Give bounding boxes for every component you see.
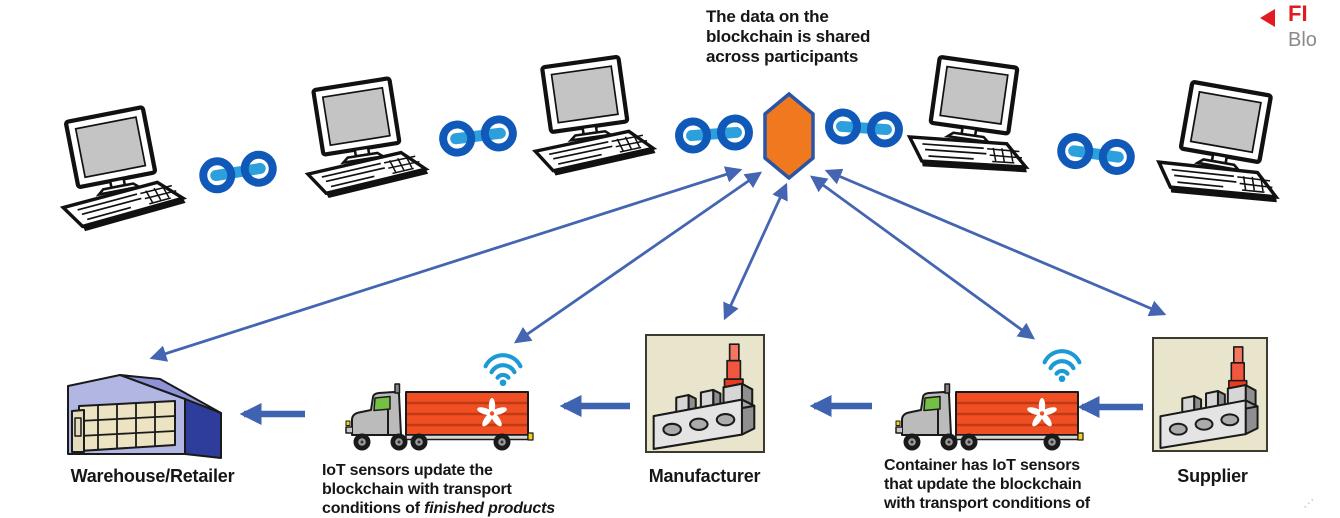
truck2-caption-line: that update the blockchain	[884, 476, 1082, 493]
arrow-hub-warehouse	[149, 166, 743, 362]
chain-link-icon	[823, 105, 906, 150]
computer-icon	[517, 52, 658, 181]
warehouse-icon	[67, 374, 222, 459]
truck2-caption-line: Container has IoT sensors	[884, 457, 1080, 474]
truck1-caption-line: blockchain with transport	[322, 481, 512, 498]
arrow-hub-manufacturer	[723, 182, 788, 321]
truck1-caption-line: IoT sensors update the	[322, 462, 493, 479]
supplier-panel	[1152, 337, 1268, 452]
top-note-line: across participants	[706, 47, 859, 66]
truck2-caption-line: with transport conditions of	[884, 495, 1090, 512]
manufacturer-panel	[645, 334, 765, 453]
truck2-caption: Container has IoT sensors that update th…	[884, 456, 1144, 513]
figure-ref-subtitle: Blo	[1288, 29, 1317, 51]
figure-ref-triangle-icon	[1260, 9, 1275, 27]
wifi-icon	[481, 350, 525, 388]
factory-icon	[652, 343, 756, 450]
computer-icon	[899, 52, 1042, 184]
hub-arrows	[149, 166, 1167, 362]
manufacturer-label: Manufacturer	[648, 466, 761, 486]
arrow-hub-truck2	[809, 175, 1036, 340]
computer-icon	[1147, 76, 1295, 214]
truck-icon	[894, 382, 1085, 452]
blockchain-hexagon-icon	[763, 92, 815, 180]
supplier-label: Supplier	[1177, 466, 1248, 486]
truck1-caption-line: conditions of finished products	[322, 499, 567, 518]
computer-icon	[40, 101, 188, 238]
wifi-icon	[1040, 346, 1084, 384]
top-note-line: blockchain is shared	[706, 27, 871, 46]
flow-arrows	[239, 394, 1143, 426]
factory-icon	[1159, 345, 1259, 450]
truck1-caption-line3-prefix: conditions of	[322, 500, 425, 517]
arrow-hub-supplier	[824, 168, 1167, 317]
top-note: The data on the blockchain is shared acr…	[706, 7, 870, 67]
arrow-hub-truck1	[513, 171, 763, 344]
computer-icon	[288, 73, 430, 204]
truck-icon	[344, 382, 535, 452]
truck1-caption-line3-italic: finished products	[424, 500, 555, 517]
top-note-line: The data on the	[706, 7, 829, 26]
figure-ref-title: FI	[1288, 1, 1308, 26]
warehouse-label: Warehouse/Retailer	[70, 466, 235, 486]
chain-link-icon	[673, 111, 756, 156]
truck1-caption: IoT sensors update the blockchain with t…	[322, 461, 567, 518]
